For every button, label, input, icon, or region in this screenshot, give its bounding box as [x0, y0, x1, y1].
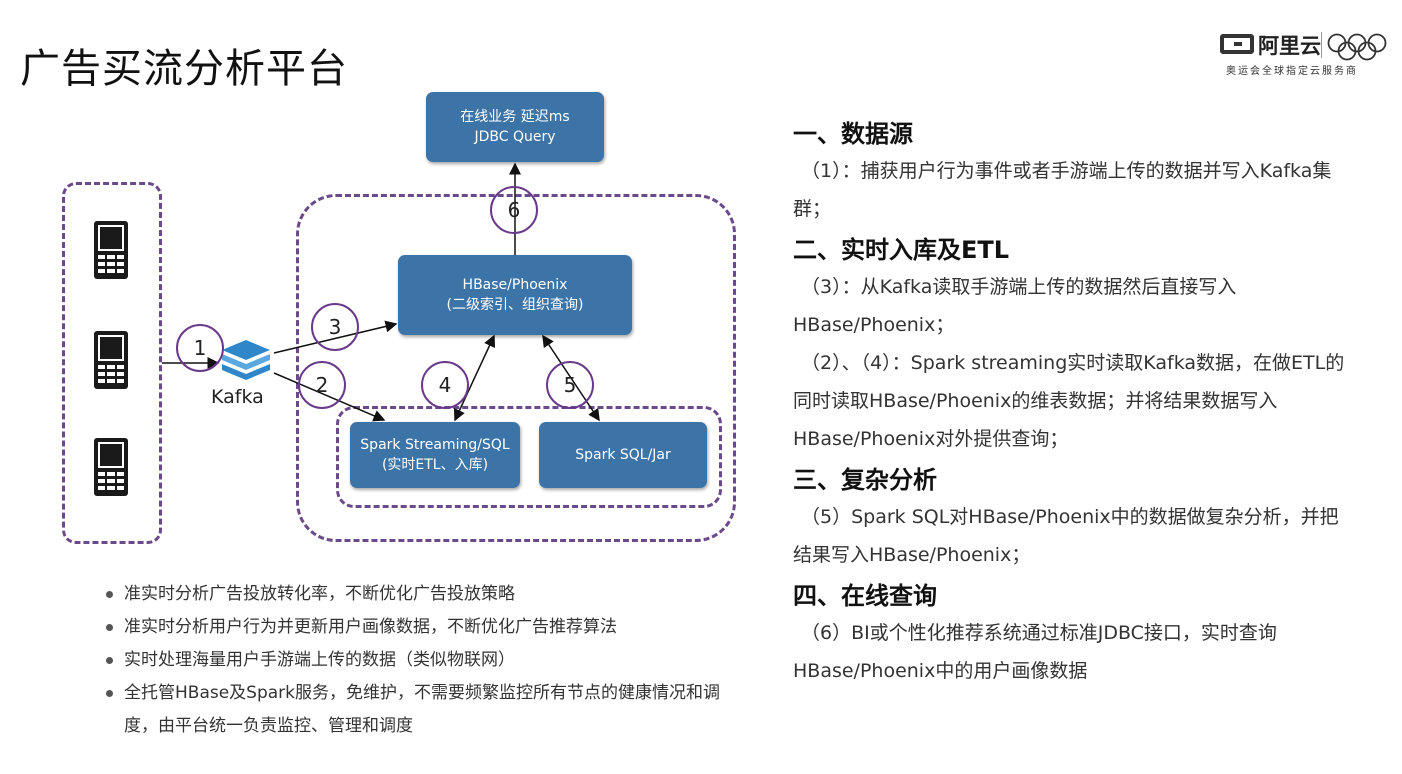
step-marker-1: 1	[176, 324, 224, 372]
section-title: 二、实时入库及ETL	[793, 236, 1010, 264]
aliyun-logo: 阿里云 奥运会全球指定云服务商	[1218, 30, 1388, 80]
spark-sql-node: Spark SQL/Jar	[539, 422, 707, 488]
kafka-label: Kafka	[211, 386, 264, 408]
list-item: 全托管HBase及Spark服务，免维护，不需要频繁监控所有节点的健康情况和调度…	[104, 677, 724, 743]
page-title: 广告买流分析平台	[20, 46, 348, 92]
step-marker-5: 5	[546, 361, 594, 409]
architecture-diagram: Kafka 在线业务 延迟ms JDBC Query HBase/Phoenix…	[0, 80, 760, 560]
section-body: （1）：捕获用户行为事件或者手游端上传的数据并写入Kafka集群；	[793, 160, 1332, 220]
hbase-phoenix-node: HBase/Phoenix (二级索引、组织查询)	[398, 255, 632, 335]
stream-node-line2: (实时ETL、入库)	[381, 457, 489, 473]
olympic-rings-icon	[1327, 33, 1387, 61]
spark-group	[336, 406, 722, 508]
section-body: （6）BI或个性化推荐系统通过标准JDBC接口，实时查询HBase/Phoeni…	[793, 622, 1277, 682]
section-body: （2）、（4）：Spark streaming实时读取Kafka数据，在做ETL…	[793, 352, 1345, 450]
mobile-clients-group	[62, 182, 162, 544]
step-marker-4: 4	[421, 361, 469, 409]
step-marker-6: 6	[490, 186, 538, 234]
logo-slogan: 奥运会全球指定云服务商	[1226, 66, 1358, 77]
logo-separator	[1321, 32, 1322, 58]
section-body: （5）Spark SQL对HBase/Phoenix中的数据做复杂分析，并把结果…	[793, 506, 1339, 566]
online-node-line1: 在线业务 延迟ms	[460, 109, 570, 125]
aliyun-mark-icon	[1220, 34, 1254, 54]
section-title: 四、在线查询	[793, 582, 937, 610]
mobile-phone-icon	[94, 438, 128, 496]
spark-streaming-node: Spark Streaming/SQL (实时ETL、入库)	[350, 422, 520, 488]
logo-name: 阿里云	[1258, 34, 1321, 58]
step-marker-2: 2	[298, 361, 346, 409]
hbase-node-line2: (二级索引、组织查询)	[446, 297, 584, 313]
stream-node-line1: Spark Streaming/SQL	[360, 437, 510, 453]
mobile-phone-icon	[94, 221, 128, 279]
section-title: 一、数据源	[793, 120, 913, 148]
list-item: 实时处理海量用户手游端上传的数据（类似物联网）	[104, 644, 724, 677]
description-panel: 一、数据源 （1）：捕获用户行为事件或者手游端上传的数据并写入Kafka集群； …	[793, 112, 1353, 690]
online-service-node: 在线业务 延迟ms JDBC Query	[426, 92, 604, 162]
step-marker-3: 3	[311, 303, 359, 351]
online-node-line2: JDBC Query	[474, 129, 556, 145]
hbase-node-line1: HBase/Phoenix	[462, 277, 568, 293]
section-title: 三、复杂分析	[793, 466, 937, 494]
list-item: 准实时分析用户行为并更新用户画像数据，不断优化广告推荐算法	[104, 611, 724, 644]
section-body: （3）：从Kafka读取手游端上传的数据然后直接写入HBase/Phoenix；	[793, 276, 1237, 336]
sql-node-label: Spark SQL/Jar	[575, 447, 671, 463]
kafka-stack-icon	[222, 340, 270, 380]
mobile-phone-icon	[94, 331, 128, 389]
benefit-list: 准实时分析广告投放转化率，不断优化广告投放策略 准实时分析用户行为并更新用户画像…	[104, 578, 724, 743]
list-item: 准实时分析广告投放转化率，不断优化广告投放策略	[104, 578, 724, 611]
